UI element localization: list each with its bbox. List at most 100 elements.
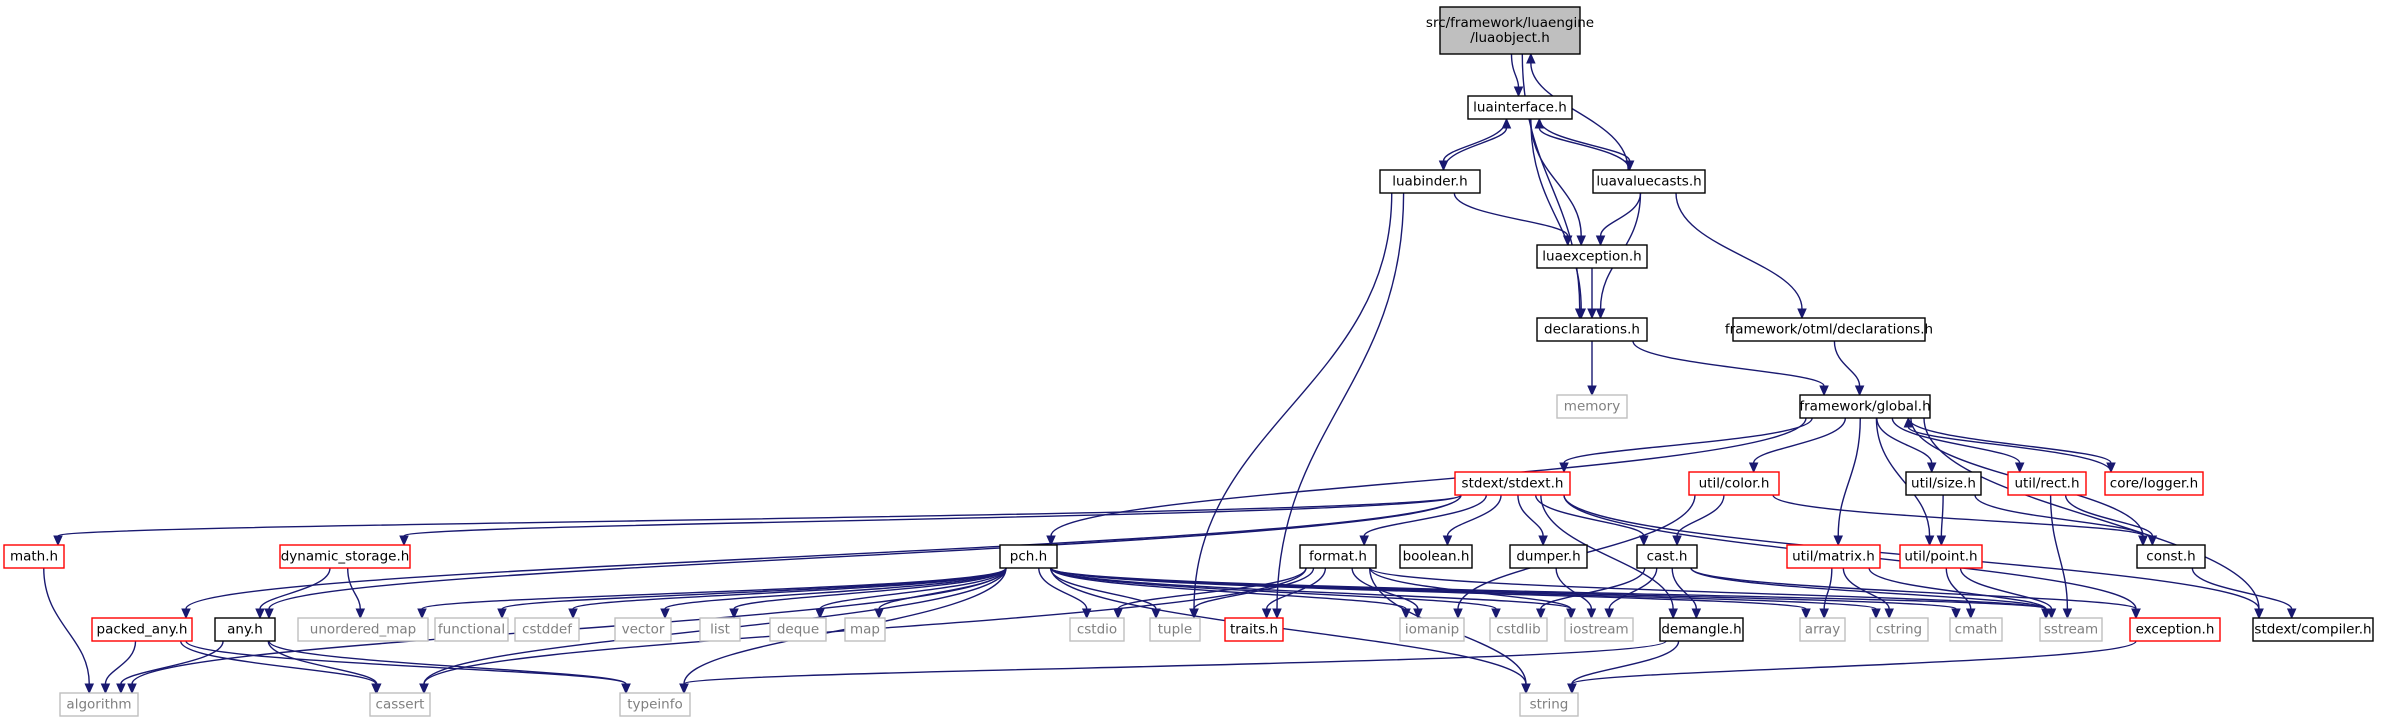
node-global[interactable]: framework/global.h [1799,394,1931,419]
node-cast[interactable]: cast.h [1636,544,1698,569]
node-box [1454,471,1571,496]
node-const[interactable]: const.h [2136,544,2206,569]
node-array[interactable]: array [1799,617,1846,642]
node-label: cstddef [522,622,573,638]
node-label: map [850,622,880,638]
edge-matrix-to-cstring [1842,567,1894,620]
node-label: stdext/stdext.h [1462,476,1564,492]
node-declarations[interactable]: declarations.h [1536,317,1648,342]
node-boolean[interactable]: boolean.h [1399,544,1473,569]
node-label: cstdio [1077,622,1117,638]
node-cstddef[interactable]: cstddef [514,617,580,642]
node-cassert[interactable]: cassert [369,692,431,717]
node-tuple[interactable]: tuple [1149,617,1201,642]
node-label: exception.h [2136,622,2215,638]
node-iostream[interactable]: iostream [1564,617,1634,642]
node-map[interactable]: map [844,617,886,642]
node-box [1688,471,1780,496]
node-list[interactable]: list [699,617,741,642]
node-box [1564,617,1634,642]
node-cmath[interactable]: cmath [1949,617,2003,642]
node-label: declarations.h [1544,322,1640,338]
node-box [214,617,276,642]
node-luaexception[interactable]: luaexception.h [1536,244,1648,269]
node-any[interactable]: any.h [214,617,276,642]
node-logger[interactable]: core/logger.h [2104,471,2204,496]
node-demangle[interactable]: demangle.h [1659,617,1744,642]
node-iomanip[interactable]: iomanip [1399,617,1465,642]
node-box [1489,617,1548,642]
edge-demangle-to-typeinfo [679,640,1667,695]
node-box [2129,617,2221,642]
node-label: deque [777,622,819,638]
node-label: framework/otml/declarations.h [1725,322,1933,338]
edge-color-to-const [1772,494,2148,547]
node-box [769,617,827,642]
node-traits[interactable]: traits.h [1224,617,1284,642]
edge-pch-to-map [874,567,1007,620]
node-mathh[interactable]: math.h [3,544,65,569]
node-functional[interactable]: functional [434,617,509,642]
node-string[interactable]: string [1519,692,1579,717]
node-stdext[interactable]: stdext/stdext.h [1454,471,1571,496]
edge-pch-to-vector [660,567,1007,620]
node-luainterface[interactable]: luainterface.h [1467,95,1573,120]
node-matrix[interactable]: util/matrix.h [1786,544,1881,569]
node-box [3,544,65,569]
node-cstring[interactable]: cstring [1869,617,1929,642]
node-color[interactable]: util/color.h [1688,471,1780,496]
node-box [1467,95,1573,120]
edge-stdext-to-dumper [1517,494,1548,547]
node-label: iomanip [1405,622,1459,638]
node-label: /luaobject.h [1470,30,1550,46]
edge-cast-to-demangle [1671,567,1702,620]
node-dumper[interactable]: dumper.h [1509,544,1588,569]
node-sstream[interactable]: sstream [2039,617,2103,642]
node-label: unordered_map [310,622,416,638]
node-compiler[interactable]: stdext/compiler.h [2252,617,2374,642]
edge-declarations-to-memory [1587,341,1597,397]
edge-luavaluecasts-to-root [1526,52,1629,171]
node-box [1379,169,1481,194]
node-format[interactable]: format.h [1299,544,1377,569]
node-luabinder[interactable]: luabinder.h [1379,169,1481,194]
edge-rect-to-sstream [2049,494,2073,620]
edge-stdext-to-dynstorage [399,494,1462,547]
node-label: format.h [1309,549,1367,565]
node-size[interactable]: util/size.h [1905,471,1982,496]
node-unordered_map[interactable]: unordered_map [297,617,429,642]
node-algorithm[interactable]: algorithm [59,692,139,717]
node-luavaluecasts[interactable]: luavaluecasts.h [1592,169,1706,194]
node-point[interactable]: util/point.h [1899,544,1983,569]
edge-point-to-sstream [1959,567,2057,620]
node-box [1949,617,2003,642]
node-label: dumper.h [1516,549,1580,565]
edge-exception-to-string [1567,640,2137,695]
node-label: tuple [1158,622,1192,638]
node-typeinfo[interactable]: typeinfo [619,692,691,717]
node-memory[interactable]: memory [1556,394,1628,419]
edge-global-to-size [1876,417,1937,474]
edge-luabinder-to-luainterface [1442,117,1512,171]
node-label: iostream [1569,622,1628,638]
node-label: array [1805,622,1840,638]
node-label: framework/global.h [1799,399,1930,415]
node-pch[interactable]: pch.h [999,544,1058,569]
node-dynstorage[interactable]: dynamic_storage.h [279,544,411,569]
edge-global-to-matrix [1833,417,1861,547]
node-label: typeinfo [627,697,682,713]
node-exception[interactable]: exception.h [2129,617,2221,642]
node-box [1509,544,1588,569]
node-box [297,617,429,642]
node-deque[interactable]: deque [769,617,827,642]
node-cstdio[interactable]: cstdio [1069,617,1125,642]
node-vector[interactable]: vector [614,617,672,642]
edge-global-to-rect [1891,417,2025,474]
node-packedany[interactable]: packed_any.h [91,617,193,642]
edge-format-to-iostream [1369,567,1576,620]
node-cstdlib[interactable]: cstdlib [1489,617,1548,642]
graph-nodes: src/framework/luaengine/luaobject.hluain… [3,6,2374,717]
node-otmldecl[interactable]: framework/otml/declarations.h [1725,317,1933,342]
node-box [1592,169,1706,194]
node-rect[interactable]: util/rect.h [2007,471,2087,496]
